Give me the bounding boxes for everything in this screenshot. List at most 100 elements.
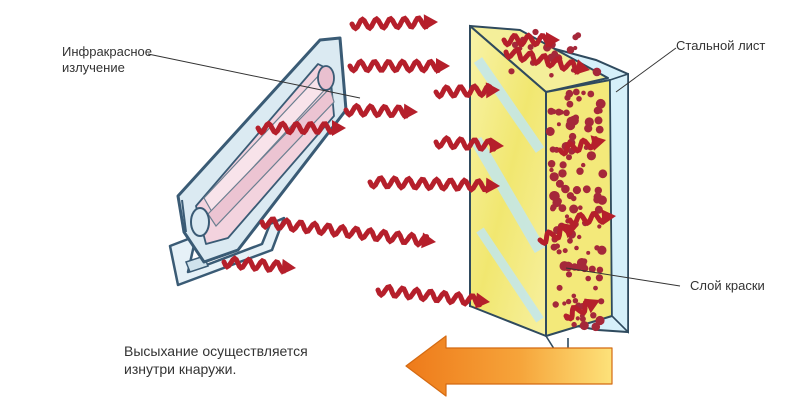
paint-dot	[565, 89, 574, 98]
paint-dot	[554, 243, 560, 249]
paint-dot	[583, 323, 589, 329]
paint-dot	[551, 109, 557, 115]
paint-dot	[556, 122, 561, 127]
paint-dot	[595, 98, 606, 109]
heat-wave-arrow-icon	[501, 32, 553, 48]
paint-dot	[565, 120, 576, 131]
label-infrared-line1: Инфракрасное	[62, 44, 152, 59]
paint-dot	[552, 301, 559, 308]
paint-dot	[527, 44, 534, 51]
paint-dot	[562, 248, 568, 254]
heat-wave-arrow-icon	[221, 255, 289, 274]
paint-layer-dots	[508, 28, 608, 332]
paint-dot	[549, 191, 559, 201]
drying-caption: Высыхание осуществляется изнутри кнаружи…	[124, 342, 308, 378]
paint-dot	[586, 151, 597, 161]
heat-wave-arrow-icon	[259, 216, 430, 248]
paint-dot	[566, 46, 575, 54]
paint-dot	[597, 224, 602, 229]
label-infrared-line2: излучение	[62, 60, 125, 75]
heat-wave-arrowhead	[403, 103, 418, 120]
paint-dot	[549, 73, 554, 78]
paint-dot	[596, 266, 604, 274]
paint-dot	[587, 90, 595, 98]
heat-wave-arrow-icon	[255, 120, 339, 136]
heat-wave-arrowhead	[546, 32, 560, 48]
paint-dot	[591, 322, 601, 332]
paint-dot	[549, 172, 559, 182]
paint-dot	[556, 249, 562, 255]
heat-wave-arrow-icon	[375, 283, 483, 308]
paint-dot	[595, 274, 604, 282]
drying-caption-line1: Высыхание осуществляется	[124, 343, 308, 359]
paint-dot	[594, 205, 603, 214]
paint-dot	[582, 185, 591, 194]
label-steel-sheet: Стальной лист	[676, 38, 766, 53]
paint-dot	[598, 169, 608, 179]
paint-dot	[547, 160, 556, 168]
heat-wave-arrow-icon	[367, 175, 493, 193]
paint-dot	[559, 161, 567, 169]
paint-dot	[555, 179, 564, 188]
paint-dot	[568, 132, 577, 141]
paint-dot	[577, 234, 582, 240]
heat-wave-arrowhead	[475, 292, 490, 309]
paint-dot	[559, 109, 564, 115]
heat-wave-arrowhead	[574, 59, 590, 75]
paint-dot	[508, 68, 515, 75]
paint-dot	[555, 197, 562, 205]
paint-dot	[575, 316, 580, 321]
heat-wave-arrowhead	[436, 58, 450, 74]
paint-dot	[565, 271, 573, 278]
paint-dot	[593, 285, 598, 291]
heat-wave-arrow-icon	[567, 210, 609, 228]
heat-wave-arrow-icon	[349, 15, 431, 32]
paint-dot	[585, 275, 591, 282]
paint-dot	[545, 127, 555, 136]
drying-direction-arrow-icon	[405, 335, 613, 397]
paint-dot	[576, 167, 584, 175]
drying-caption-line2: изнутри кнаружи.	[124, 361, 237, 377]
paint-dot	[551, 50, 559, 58]
label-paint-layer: Слой краски	[690, 278, 765, 293]
heat-wave-arrowhead	[601, 209, 616, 226]
paint-dot	[569, 204, 579, 214]
heat-wave-arrow-icon	[433, 135, 497, 152]
paint-dot	[549, 167, 554, 173]
heat-wave-arrowhead	[421, 232, 436, 249]
paint-dot	[578, 205, 583, 210]
heat-wave-arrowhead	[332, 120, 346, 136]
heat-wave-arrowhead	[281, 258, 296, 275]
paint-dot	[598, 298, 605, 305]
heat-wave-arrow-icon	[433, 82, 493, 100]
heat-wave-arrow-icon	[563, 298, 594, 322]
infrared-heater-icon	[168, 36, 348, 287]
heat-wave-arrows	[221, 14, 616, 322]
paint-dot	[562, 301, 567, 306]
paint-dot	[550, 204, 557, 211]
paint-dot	[595, 315, 605, 326]
paint-dot	[592, 67, 602, 77]
paint-dot	[567, 237, 573, 244]
paint-dot	[565, 298, 572, 305]
paint-dot	[566, 100, 574, 108]
paint-dot	[594, 116, 603, 125]
paint-dot	[581, 90, 586, 96]
paint-dot	[572, 298, 579, 304]
paint-dot	[573, 45, 578, 51]
paint-dot	[571, 293, 577, 299]
paint-dot	[558, 169, 567, 178]
paint-dot	[594, 186, 602, 195]
heat-wave-arrowhead	[590, 135, 606, 151]
paint-dot	[563, 109, 570, 117]
heat-wave-arrow-icon	[343, 102, 411, 119]
paint-dot	[586, 250, 591, 255]
heat-wave-arrow-icon	[347, 58, 443, 74]
paint-dot	[588, 265, 596, 273]
paint-dot	[572, 186, 582, 195]
paint-dot	[574, 245, 579, 251]
heat-wave-arrowhead	[489, 137, 504, 154]
paint-dot	[597, 245, 607, 255]
paint-dot	[532, 28, 539, 36]
